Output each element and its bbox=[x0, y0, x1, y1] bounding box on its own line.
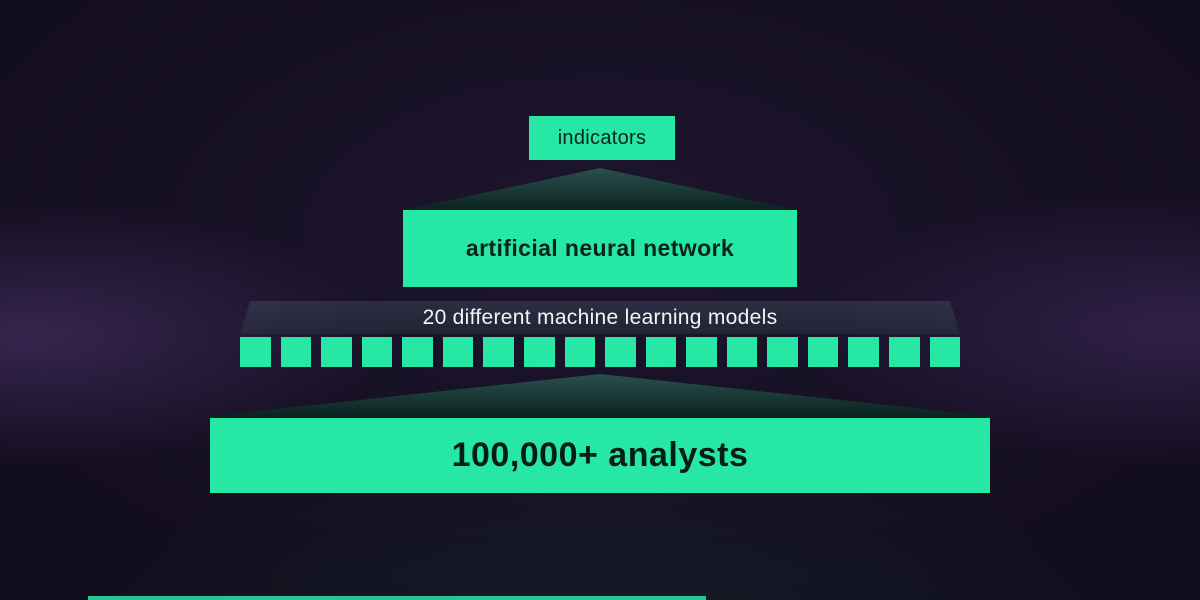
ml-model-square bbox=[686, 337, 717, 367]
ml-model-squares-row bbox=[240, 337, 961, 367]
ml-model-square bbox=[564, 337, 596, 367]
ml-model-square bbox=[280, 337, 312, 367]
ml-model-square bbox=[807, 337, 839, 367]
ml-model-square bbox=[645, 337, 677, 367]
ml-models-bar: 20 different machine learning models bbox=[240, 301, 960, 334]
ml-model-square bbox=[483, 337, 514, 367]
ml-model-square bbox=[240, 337, 271, 367]
ml-model-square bbox=[523, 337, 555, 367]
ml-model-square bbox=[361, 337, 393, 367]
ml-model-square bbox=[605, 337, 636, 367]
indicators-box: indicators bbox=[529, 116, 675, 160]
ml-model-square bbox=[402, 337, 433, 367]
funnel-connector-bottom bbox=[210, 374, 990, 418]
analysts-label: 100,000+ analysts bbox=[451, 436, 749, 474]
ml-model-square bbox=[889, 337, 920, 367]
indicators-label: indicators bbox=[557, 126, 647, 149]
analysts-box: 100,000+ analysts bbox=[210, 418, 990, 493]
ml-model-square bbox=[442, 337, 474, 367]
ml-model-square bbox=[848, 337, 879, 367]
artificial-neural-network-box: artificial neural network bbox=[403, 210, 797, 287]
funnel-connector-top bbox=[403, 168, 797, 212]
ml-models-label: 20 different machine learning models bbox=[422, 305, 778, 329]
artificial-neural-network-label: artificial neural network bbox=[465, 235, 735, 261]
ml-model-square bbox=[726, 337, 758, 367]
ml-model-square bbox=[321, 337, 352, 367]
video-progress-bar bbox=[88, 596, 706, 600]
ml-model-square bbox=[929, 337, 961, 367]
ml-model-square bbox=[767, 337, 798, 367]
